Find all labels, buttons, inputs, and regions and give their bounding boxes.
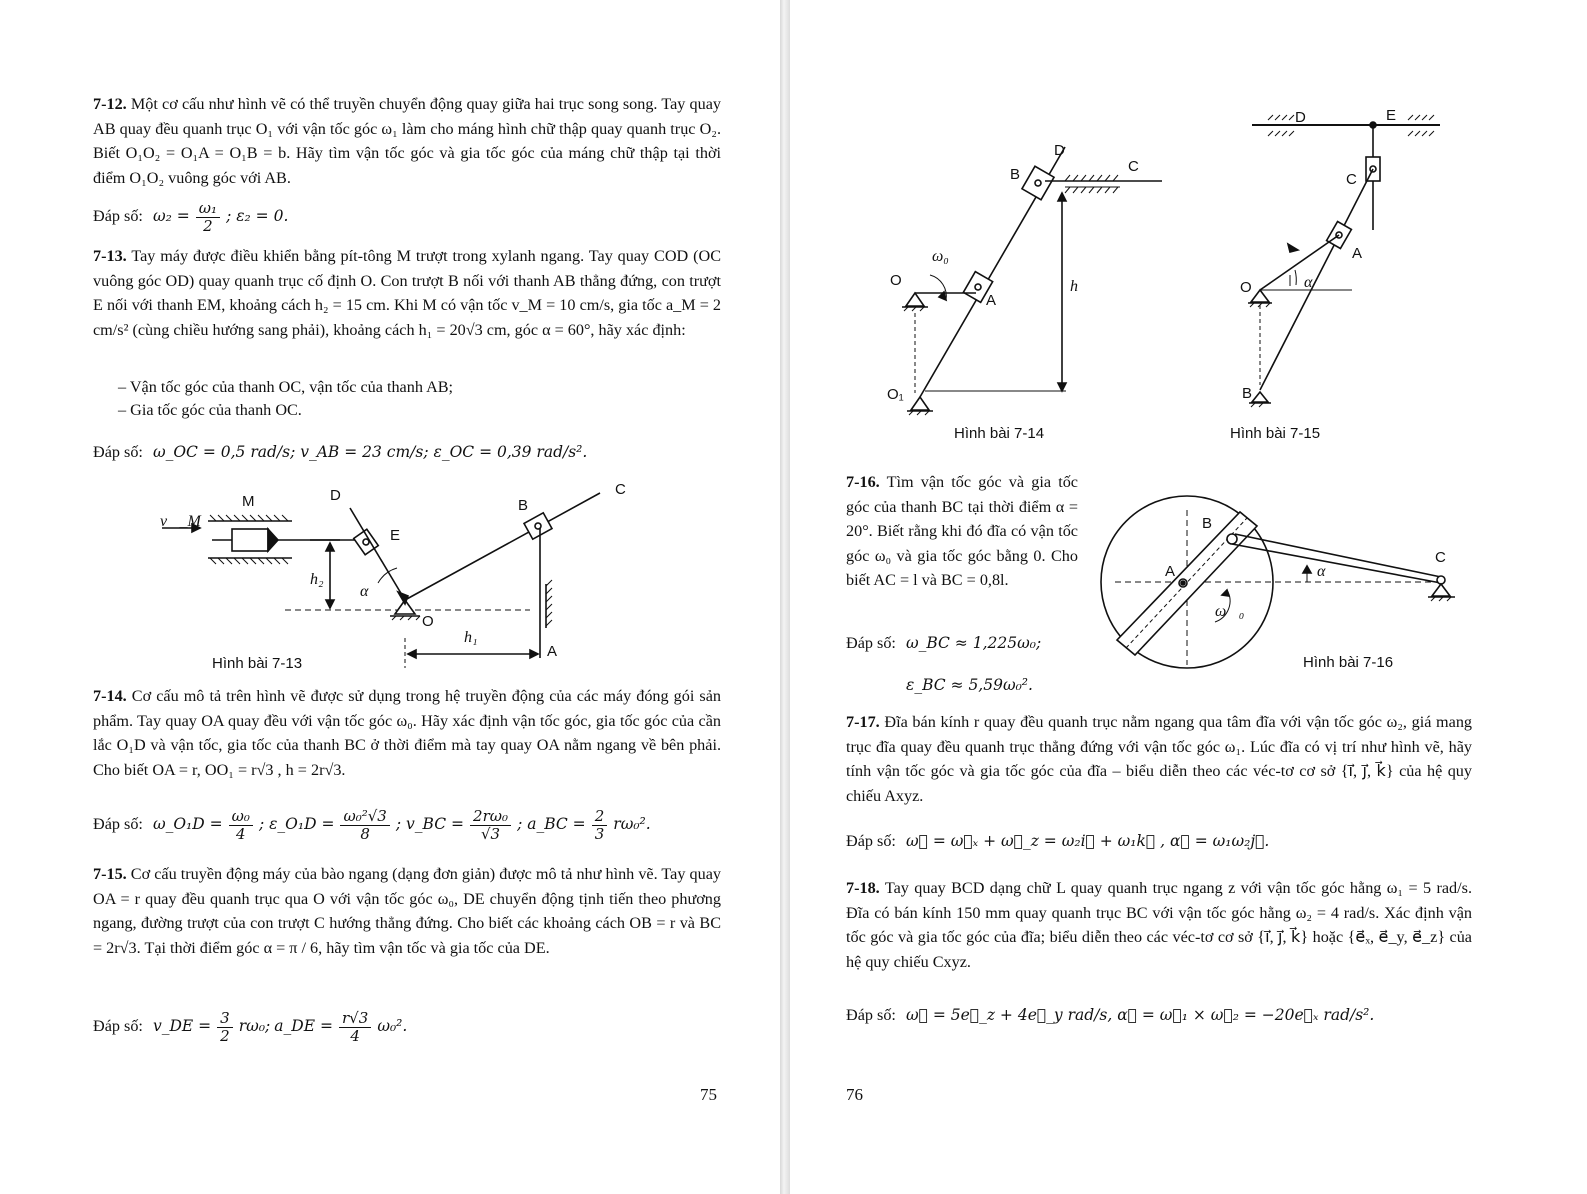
- figure-caption-7-15: Hình bài 7-15: [1230, 425, 1321, 442]
- problem-number: 7-12.: [93, 95, 127, 113]
- label-alpha: α: [1304, 274, 1313, 291]
- answer-lhs: ω₂ =: [152, 207, 190, 226]
- label-h: h: [1070, 278, 1078, 295]
- figure-caption-7-13: Hình bài 7-13: [212, 655, 303, 672]
- answer-tail: ; ε₂ = 0.: [226, 207, 289, 226]
- figure-7-14: D B C O A O₁ h ω₀: [887, 142, 1162, 416]
- label-A: A: [547, 643, 557, 660]
- problem-body: Tay quay BCD dạng chữ L quay quanh trục …: [846, 879, 1472, 971]
- label-D: D: [330, 487, 341, 504]
- answer-7-18: Đáp số: ω⃗ = 5e⃗_z + 4e⃗_y rad/s, α⃗ = ω…: [846, 1006, 1375, 1024]
- right-page: D B C O A O₁ h ω₀ Hình bài 7-14: [790, 0, 1587, 1194]
- label-A: A: [986, 292, 996, 309]
- problem-7-12-text: 7-12. Một cơ cấu như hình vẽ có thể truy…: [93, 92, 721, 190]
- problem-body: Đĩa bán kính r quay đều quanh trục nằm n…: [846, 713, 1473, 805]
- problem-7-13-text: 7-13. Tay máy được điều khiển bằng pít-t…: [93, 244, 721, 342]
- answer-7-17: Đáp số: ω⃗ = ω⃗ₓ + ω⃗_z = ω₂i⃗ + ω₁k⃗ , …: [846, 832, 1270, 850]
- label-C: C: [1435, 549, 1446, 566]
- problem-number: 7-14.: [93, 687, 127, 705]
- problem-7-14-text: 7-14. Cơ cấu mô tả trên hình vẽ được sử …: [93, 684, 721, 782]
- problem-number: 7-15.: [93, 865, 127, 883]
- book-gutter: [780, 0, 790, 1194]
- problem-number: 7-17.: [846, 713, 880, 731]
- problem-number: 7-18.: [846, 879, 880, 897]
- figure-caption-7-16: Hình bài 7-16: [1303, 654, 1394, 671]
- page-number-left: 75: [700, 1085, 717, 1104]
- label-M: M: [242, 493, 255, 510]
- label-O: O: [890, 272, 902, 289]
- bullet-1: – Vận tốc góc của thanh OC, vận tốc của …: [118, 378, 454, 396]
- label-B: B: [518, 497, 528, 514]
- problem-body: Cơ cấu truyền động máy của bào ngang (dạ…: [93, 865, 722, 957]
- figure-7-15: D E C A O B α: [1240, 107, 1440, 408]
- label-C: C: [1346, 171, 1357, 188]
- problem-7-17-text: 7-17. Đĩa bán kính r quay đều quanh trục…: [846, 710, 1472, 808]
- problem-7-18-text: 7-18. Tay quay BCD dạng chữ L quay quanh…: [846, 876, 1472, 974]
- label-E: E: [1386, 107, 1396, 124]
- label-E: E: [390, 527, 400, 544]
- label-C: C: [615, 481, 626, 498]
- label-vM: v⃗_M: [160, 513, 203, 530]
- label-O1: O₁: [887, 386, 904, 403]
- label-D: D: [1054, 142, 1065, 159]
- label-alpha: α: [1317, 563, 1326, 580]
- answer-7-13: Đáp số: ω_OC = 0,5 rad/s; v_AB = 23 cm/s…: [93, 443, 588, 461]
- label-B: B: [1242, 385, 1252, 402]
- label-B: B: [1202, 515, 1212, 532]
- label-O: O: [1240, 279, 1252, 296]
- figure-caption-7-14: Hình bài 7-14: [954, 425, 1045, 442]
- label-A: A: [1352, 245, 1362, 262]
- bullet-2: – Gia tốc góc của thanh OC.: [118, 401, 302, 419]
- answer-label: Đáp số:: [93, 207, 143, 226]
- label-D: D: [1295, 109, 1306, 126]
- left-page: 7-12. Một cơ cấu như hình vẽ có thể truy…: [0, 0, 780, 1194]
- label-A: A: [1165, 563, 1175, 580]
- label-h2: h₂: [310, 571, 324, 588]
- page-number-right: 76: [846, 1085, 863, 1104]
- answer-7-16: Đáp số: ω_BC ≈ 1,225ω₀;: [846, 634, 1042, 652]
- label-w0: ω₀: [932, 248, 949, 265]
- problem-body: Tìm vận tốc góc và gia tốc góc của thanh…: [846, 473, 1078, 589]
- label-alpha: α: [360, 583, 369, 600]
- label-O: O: [422, 613, 434, 630]
- problem-body: Tay máy được điều khiển bằng pít-tông M …: [93, 247, 721, 339]
- label-B: B: [1010, 166, 1020, 183]
- label-C: C: [1128, 158, 1139, 175]
- figure-7-13: M D E B C O A v⃗_M h₂ h₁ α: [160, 481, 626, 668]
- figure-7-16: B A C α ω⃗₀: [1100, 495, 1455, 669]
- problem-body: Một cơ cấu như hình vẽ có thể truyền chu…: [93, 95, 721, 187]
- label-w0: ω⃗₀: [1215, 603, 1244, 620]
- problem-number: 7-16.: [846, 473, 880, 491]
- problem-number: 7-13.: [93, 247, 127, 265]
- problem-7-15-text: 7-15. Cơ cấu truyền động máy của bào nga…: [93, 862, 721, 960]
- answer-7-16-line2: ε_BC ≈ 5,59ω₀².: [906, 676, 1033, 694]
- label-h1: h₁: [464, 629, 478, 646]
- problem-7-16-text: 7-16. Tìm vận tốc góc và gia tốc góc của…: [846, 470, 1078, 593]
- problem-body: Cơ cấu mô tả trên hình vẽ được sử dụng t…: [93, 687, 721, 779]
